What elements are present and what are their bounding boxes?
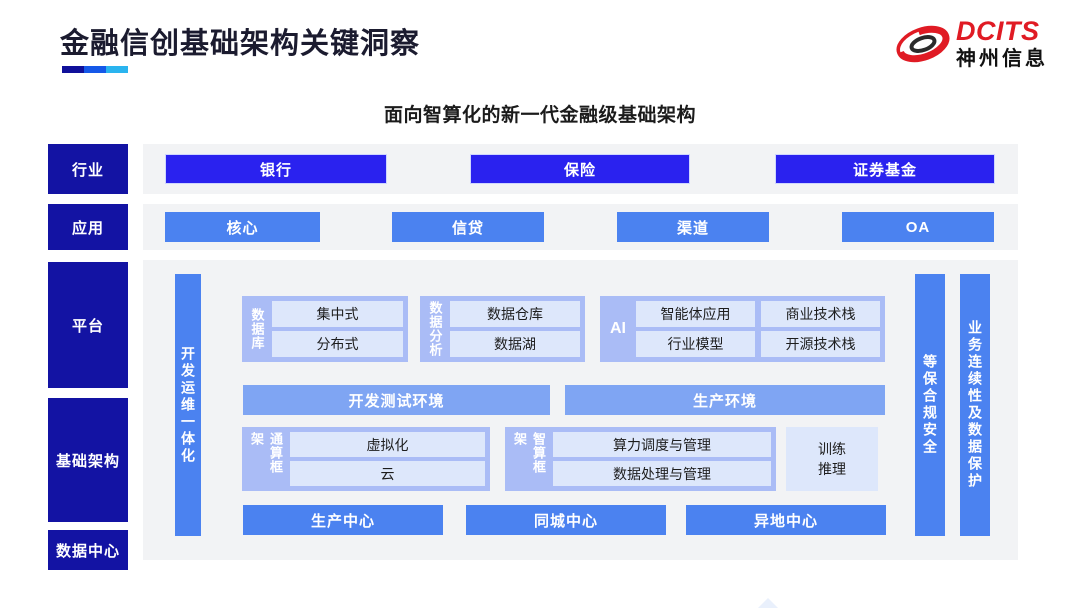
stage-label-data-center: 数据中心 (48, 530, 128, 570)
group-label-database: 数据库 (249, 308, 265, 350)
cell-centralized[interactable]: 集中式 (272, 301, 403, 327)
title-accent-bar (62, 66, 128, 73)
stage-label-infrastructure: 基础架构 (48, 398, 128, 522)
stage-label-application: 应用 (48, 204, 128, 250)
stage-label-industry: 行业 (48, 144, 128, 194)
cell-commercial-tech-stack[interactable]: 商业技术栈 (761, 301, 880, 327)
cell-train-inference[interactable]: 训练 推理 (786, 427, 878, 491)
application-chip-core[interactable]: 核心 (165, 212, 320, 242)
vertical-bar-devops: 开发运维一体化 (175, 274, 201, 536)
cell-virtualization[interactable]: 虚拟化 (290, 432, 485, 457)
application-chip-oa[interactable]: OA (842, 212, 994, 242)
group-ai: AI 智能体应用 商业技术栈 行业模型 开源技术栈 (600, 296, 885, 362)
group-label-ai: AI (610, 320, 626, 337)
industry-chip-securities-fund[interactable]: 证券基金 (775, 154, 995, 184)
vertical-bar-compliance-security: 等保合规安全 (915, 274, 945, 536)
brand-logo: DCITS 神州信息 (896, 18, 1048, 69)
inference-label: 推理 (818, 461, 846, 477)
data-center-remote[interactable]: 异地中心 (686, 505, 886, 535)
logo-cn-text: 神州信息 (956, 48, 1048, 70)
cell-agent-application[interactable]: 智能体应用 (636, 301, 755, 327)
group-general-compute-framework: 通算框架 虚拟化 云 (242, 427, 490, 491)
application-chip-credit[interactable]: 信贷 (392, 212, 544, 242)
page-title: 金融信创基础架构关键洞察 (60, 28, 421, 60)
industry-chip-bank[interactable]: 银行 (165, 154, 387, 184)
group-ai-compute-framework: 智算框架 算力调度与管理 数据处理与管理 (505, 427, 776, 491)
cell-data-lake[interactable]: 数据湖 (450, 331, 580, 357)
cell-data-processing[interactable]: 数据处理与管理 (553, 461, 771, 486)
environment-production[interactable]: 生产环境 (565, 385, 885, 415)
cell-distributed[interactable]: 分布式 (272, 331, 403, 357)
data-center-production[interactable]: 生产中心 (243, 505, 443, 535)
diagram-subtitle: 面向智算化的新一代金融级基础架构 (383, 105, 696, 126)
group-label-ai-compute-framework: 智算框架 (512, 432, 546, 474)
environment-dev-test[interactable]: 开发测试环境 (243, 385, 550, 415)
group-data-analysis: 数据分析 数据仓库 数据湖 (420, 296, 585, 362)
application-chip-channel[interactable]: 渠道 (617, 212, 769, 242)
stage-label-platform: 平台 (48, 262, 128, 388)
logo-en-text: DCITS (956, 16, 1040, 46)
data-center-metro[interactable]: 同城中心 (466, 505, 666, 535)
cell-data-warehouse[interactable]: 数据仓库 (450, 301, 580, 327)
group-label-data-analysis: 数据分析 (427, 301, 443, 357)
cell-compute-scheduling[interactable]: 算力调度与管理 (553, 432, 771, 457)
vertical-bar-business-continuity: 业务连续性及数据保护 (960, 274, 990, 536)
train-label: 训练 (818, 440, 846, 457)
cell-cloud[interactable]: 云 (290, 461, 485, 486)
dcits-swoosh-icon (896, 19, 950, 69)
group-label-general-compute-framework: 通算框架 (249, 432, 283, 474)
cell-industry-model[interactable]: 行业模型 (636, 331, 755, 357)
group-database: 数据库 集中式 分布式 (242, 296, 408, 362)
industry-chip-insurance[interactable]: 保险 (470, 154, 690, 184)
cell-open-source-tech-stack[interactable]: 开源技术栈 (761, 331, 880, 357)
